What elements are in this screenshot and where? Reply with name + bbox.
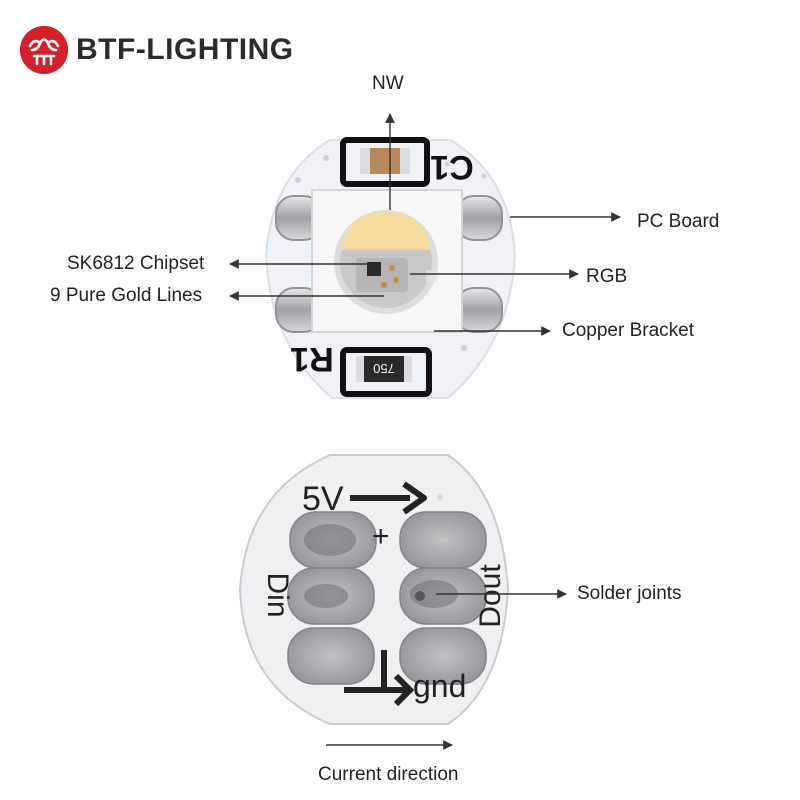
- led-solder-tabs: [275, 195, 503, 333]
- brand-logo-icon: [20, 26, 68, 74]
- pad-label-din: Din: [261, 572, 294, 617]
- pad-label-gnd: gnd: [413, 668, 466, 704]
- label-copper-bracket: Copper Bracket: [562, 320, 695, 341]
- pad-label-plus: +: [372, 520, 390, 553]
- resistor-label: R1: [290, 340, 333, 378]
- pad-label-5v: 5V: [302, 480, 344, 518]
- sk6812-package: [311, 189, 463, 333]
- label-pc-board: PC Board: [637, 211, 720, 232]
- label-chipset: SK6812 Chipset: [67, 253, 205, 274]
- label-current-direction: Current direction: [318, 764, 459, 785]
- label-nw: NW: [372, 73, 404, 94]
- resistor-marking: 750: [373, 361, 395, 376]
- resistor-r1: 750 R1: [290, 340, 432, 397]
- chip-die: [367, 262, 381, 276]
- label-rgb: RGB: [586, 266, 628, 287]
- label-solder-joints: Solder joints: [577, 583, 682, 604]
- label-gold-lines: 9 Pure Gold Lines: [50, 285, 203, 306]
- pad-label-dout: Dout: [474, 564, 507, 628]
- capacitor-c1: C1: [340, 137, 474, 187]
- brand-name: BTF-LIGHTING: [76, 33, 294, 66]
- top-led-board: C1 750 R1: [264, 137, 517, 399]
- brand-header: BTF-LIGHTING: [20, 24, 294, 76]
- capacitor-label: C1: [430, 148, 473, 186]
- top-callouts: [229, 113, 621, 336]
- bottom-callouts: [326, 589, 567, 750]
- bottom-pad-board: 5V + Din Dout gnd: [238, 454, 510, 725]
